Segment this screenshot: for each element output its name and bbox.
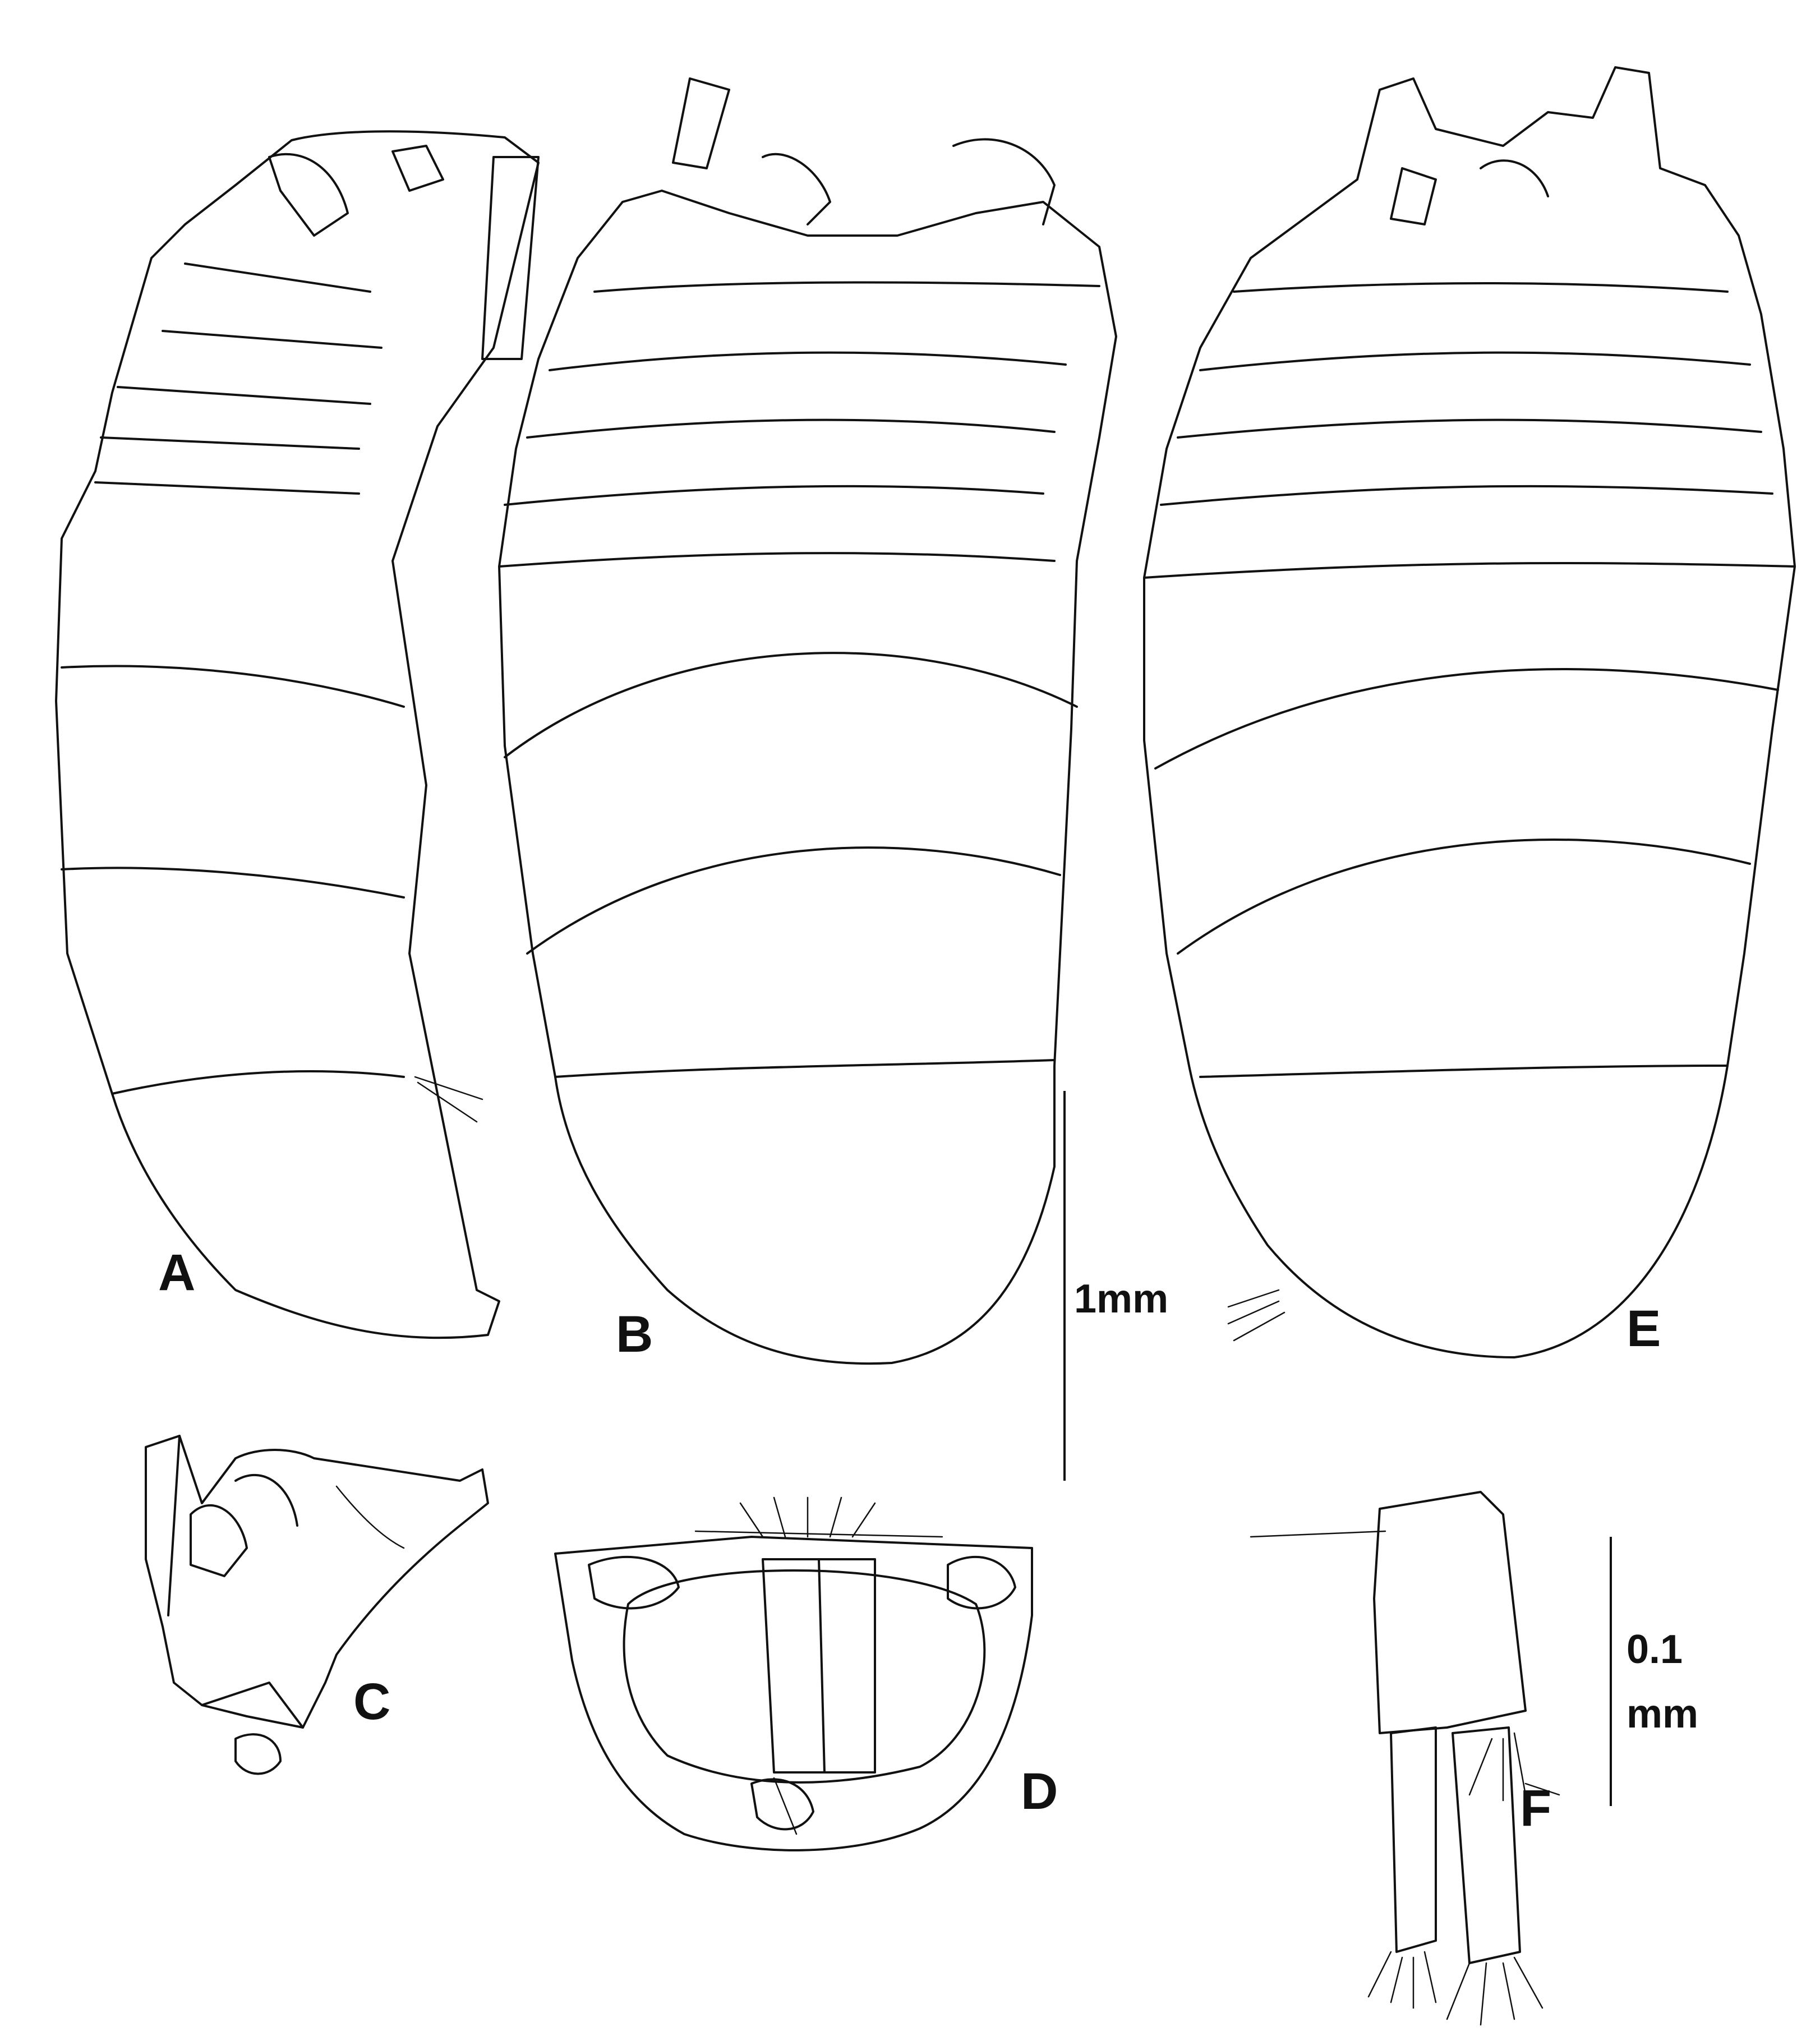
specimen-ventral-view — [1143, 66, 1796, 1358]
scale-label-1mm: 1mm — [1074, 1277, 1168, 1321]
panel-label-e: E — [1627, 1300, 1661, 1357]
head-ventral-detail — [554, 1496, 1033, 1851]
scale-label-0-1: 0.1 — [1627, 1627, 1683, 1672]
cephalic-region-detail — [145, 1435, 489, 1775]
panel-label-a: A — [158, 1244, 195, 1301]
specimen-dorsal-view — [498, 77, 1117, 1365]
panel-label-b: B — [616, 1306, 653, 1363]
panel-label-f: F — [1520, 1780, 1551, 1837]
panel-label-d: D — [1021, 1763, 1058, 1820]
specimen-lateral-view — [55, 130, 540, 1339]
uropod-detail — [1250, 1491, 1560, 2026]
panel-label-c: C — [353, 1673, 390, 1730]
scale-label-mm: mm — [1627, 1692, 1698, 1736]
